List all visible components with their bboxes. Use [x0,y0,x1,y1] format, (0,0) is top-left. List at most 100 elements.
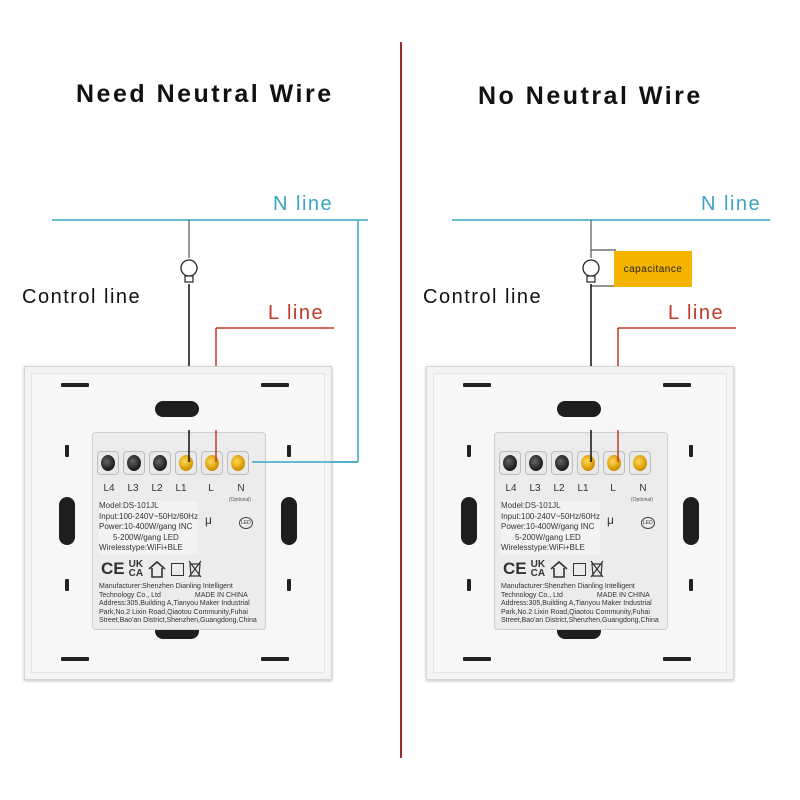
terminal-l [201,451,223,475]
terminal-l4 [499,451,521,475]
terminal-labels: L4 L3 L2 L1 L N [97,483,253,494]
power-text: Power:10-400W/gang INC [99,522,193,531]
screw-icon [231,455,245,471]
manufacturer-text: Manufacturer:Shenzhen Dianling Intellige… [99,583,233,590]
terminal-label: N [237,483,245,494]
terminal-l4 [97,451,119,475]
left-switch-module: L4 L3 L2 L1 L N (Optional) Model:DS-101J… [92,432,266,630]
screw-icon [607,455,621,471]
optional-note: (Optional) [229,497,251,503]
ukca-mark-icon: UK CA [530,559,546,579]
screw-icon [101,455,115,471]
model-text: Model:DS-101JL [501,501,561,510]
screw-icon [153,455,167,471]
terminal-l [603,451,625,475]
address-text: Park,No.2 Lixin Road,Qiaotou Community,F… [501,608,650,616]
mount-slot [261,657,289,661]
optional-note: (Optional) [631,497,653,503]
terminal-n [227,451,249,475]
right-control-line-label: Control line [423,286,543,308]
terminal-label: L3 [127,483,139,494]
certification-marks: CE UK CA [101,559,202,579]
terminal-block [499,451,651,475]
terminal-label: L2 [553,483,565,494]
house-icon [148,560,166,578]
mount-slot [61,383,89,387]
mu-symbol: μ [205,513,212,527]
screw-slot [557,401,601,417]
led-badge: LED [239,517,253,529]
terminal-n [629,451,651,475]
screw-slot [281,497,297,545]
made-in-text: MADE IN CHINA [596,591,650,599]
manufacturer-info: Manufacturer:Shenzhen Dianling Intellige… [99,583,257,626]
weee-bin-icon [188,560,202,578]
left-bulb-icon [180,259,198,283]
mount-slot [467,445,471,457]
mount-slot [689,445,693,457]
terminal-l1 [577,451,599,475]
wireless-text: Wirelesstype:WiFi+BLE [99,543,183,552]
capacitance-label: capacitance [614,251,692,287]
screw-slot [461,497,477,545]
manufacturer-text: Manufacturer:Shenzhen Dianling Intellige… [501,583,635,590]
screw-icon [179,455,193,471]
address-text: Park,No.2 Lixin Road,Qiaotou Community,F… [99,608,248,616]
terminal-label: L3 [529,483,541,494]
wireless-text: Wirelesstype:WiFi+BLE [501,543,585,552]
spec-label: Model:DS-101JL Input:100-240V~50Hz/60Hz … [501,501,600,554]
ukca-mark-icon: UK CA [128,559,144,579]
terminal-label: L2 [151,483,163,494]
certification-marks: CE UK CA [503,559,604,579]
spec-label: Model:DS-101JL Input:100-240V~50Hz/60Hz … [99,501,198,554]
power-text: Power:10-400W/gang INC [501,522,595,531]
left-n-line-label: N line [273,193,334,215]
left-control-line-label: Control line [22,286,142,308]
input-text: Input:100-240V~50Hz/60Hz [501,511,600,521]
screw-icon [529,455,543,471]
screw-icon [503,455,517,471]
right-title: No Neutral Wire [478,82,703,110]
house-icon [550,560,568,578]
ce-mark-icon: CE [101,559,125,578]
mount-slot [65,579,69,591]
screw-icon [205,455,219,471]
right-l-line-label: L line [668,302,725,324]
screw-icon [127,455,141,471]
terminal-label: L [610,483,616,494]
screw-icon [555,455,569,471]
square-icon [573,562,587,576]
mount-slot [467,579,471,591]
terminal-l3 [525,451,547,475]
terminal-labels: L4 L3 L2 L1 L N [499,483,655,494]
terminal-l1 [175,451,197,475]
mount-slot [689,579,693,591]
address-text: Street,Bao'an District,Shenzhen,Guangdon… [99,617,257,624]
weee-bin-icon [590,560,604,578]
left-title: Need Neutral Wire [76,80,334,108]
screw-slot [683,497,699,545]
made-in-text: MADE IN CHINA [194,591,248,599]
screw-icon [581,455,595,471]
power-led-text: 5-200W/gang LED [515,532,581,542]
mount-slot [463,657,491,661]
terminal-label: L1 [175,483,187,494]
terminal-l3 [123,451,145,475]
screw-slot [59,497,75,545]
center-divider [400,42,402,758]
led-badge: LED [641,517,655,529]
right-bulb-icon [582,259,600,283]
terminal-label: L4 [505,483,517,494]
square-icon [171,562,185,576]
mount-slot [463,383,491,387]
mount-slot [663,383,691,387]
terminal-label: L1 [577,483,589,494]
terminal-label: N [639,483,647,494]
address-text: Address:305,Building A,Tianyou Maker Ind… [99,600,250,607]
mu-symbol: μ [607,513,614,527]
left-l-line-label: L line [268,302,325,324]
terminal-block [97,451,249,475]
terminal-label: L [208,483,214,494]
mount-slot [287,579,291,591]
